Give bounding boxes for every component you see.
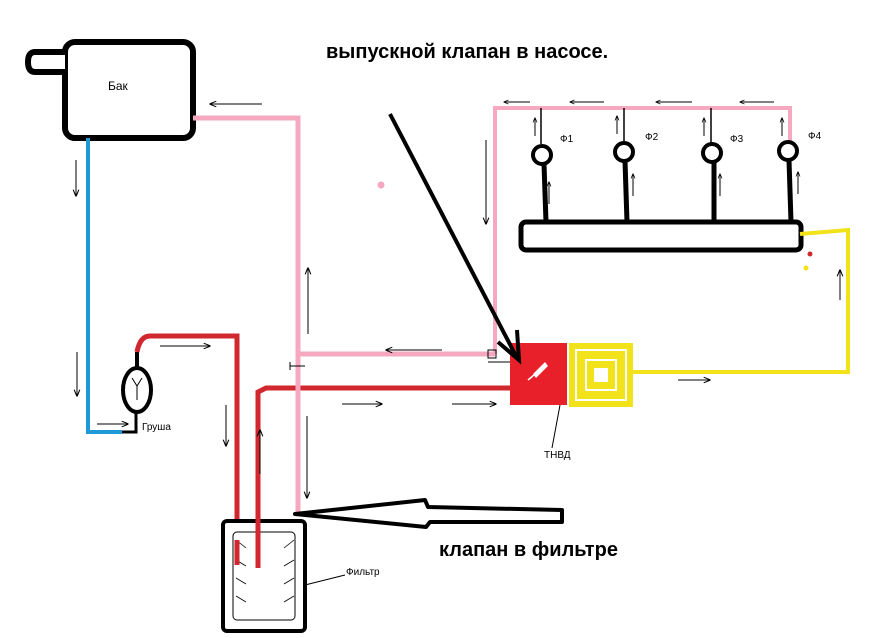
injector-1: Ф1 [531,108,574,223]
injector-4-label: Ф4 [808,131,822,142]
tank-label: Бак [108,79,129,93]
pump-label: ТНВД [544,450,571,461]
filter-label: Фильтр [346,567,380,578]
return-line-from-injectors [493,106,792,354]
filter-valve-pointer [293,498,564,529]
control-line [632,227,850,374]
injector-4: Ф4 [777,118,822,223]
tank-suction-line [86,138,122,434]
fuel-filter: Фильтр [221,519,380,633]
injector-2: Ф2 [613,108,659,223]
injector-1-label: Ф1 [560,134,574,145]
filter-valve-note: клапан в фильтре [439,539,618,561]
fuel-tank: Бак [24,39,196,141]
injector-3: Ф3 [701,108,744,222]
yellow-dot [803,265,809,271]
pump-valve-pointer [388,113,522,365]
injector-3-label: Ф3 [730,134,744,145]
pump-valve-note: выпускной клапан в насосе. [326,41,608,63]
filter-to-pump-line [255,385,510,568]
primer-bulb-label: Груша [142,422,171,433]
fuel-rail [518,219,804,253]
bulb-to-filter-line [134,333,240,545]
injection-pump: ТНВД [510,343,633,461]
pink-dot [377,181,385,189]
primer-bulb: Груша [121,352,171,434]
pipe-junction [289,349,510,370]
injector-2-label: Ф2 [645,132,659,143]
return-line-to-tank [193,115,301,515]
red-dot [807,251,813,257]
